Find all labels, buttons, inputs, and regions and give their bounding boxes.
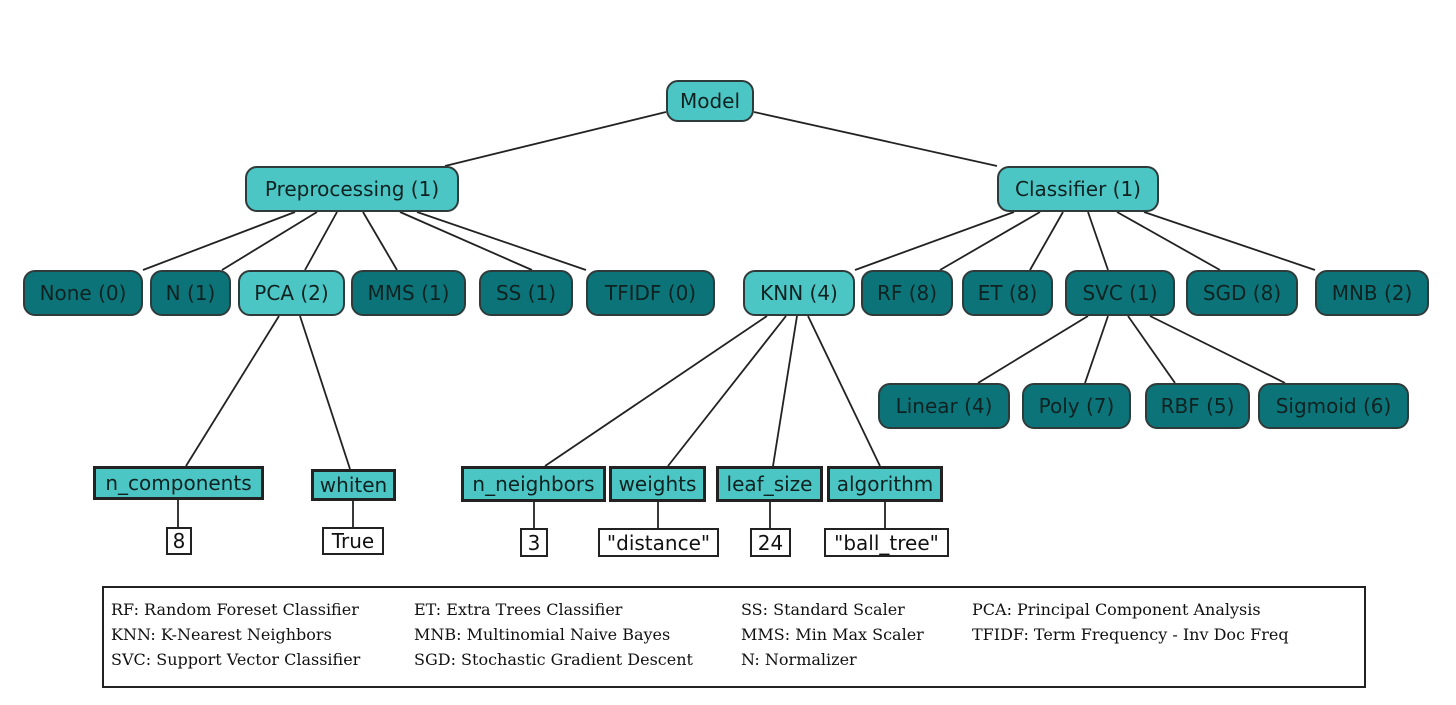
tree-edge-13 — [1143, 211, 1316, 271]
tree-edge-12 — [1116, 211, 1221, 271]
legend-et: ET: Extra Trees Classifier — [414, 600, 623, 619]
node-rbf: RBF (5) — [1145, 383, 1250, 429]
tree-edge-4 — [304, 211, 338, 271]
tree-edge-15 — [1084, 315, 1109, 384]
legend-mnb: MNB: Multinomial Naive Bayes — [414, 625, 671, 644]
node-none: None (0) — [23, 270, 143, 316]
tree-edge-25 — [807, 315, 881, 467]
legend-ss: SS: Standard Scaler — [741, 600, 905, 619]
tree-edge-11 — [1087, 211, 1109, 271]
tree-edge-10 — [1029, 211, 1064, 271]
legend-box: RF: Random Foreset Classifier KNN: K-Nea… — [102, 586, 1366, 688]
value-n-components: 8 — [166, 527, 192, 555]
param-whiten: whiten — [311, 469, 396, 501]
value-weights: "distance" — [598, 528, 719, 557]
node-sigmoid: Sigmoid (6) — [1258, 383, 1409, 429]
node-classifier: Classifier (1) — [997, 166, 1159, 212]
node-knn: KNN (4) — [743, 270, 855, 316]
tree-edge-18 — [185, 315, 280, 467]
legend-knn: KNN: K-Nearest Neighbors — [111, 625, 332, 644]
legend-sgd: SGD: Stochastic Gradient Descent — [414, 650, 693, 669]
legend-pca: PCA: Principal Component Analysis — [972, 600, 1261, 619]
tree-edge-0 — [444, 111, 667, 167]
tree-edge-1 — [753, 111, 998, 167]
node-tfidf: TFIDF (0) — [586, 270, 715, 316]
param-algorithm: algorithm — [827, 466, 943, 502]
node-et: ET (8) — [962, 270, 1053, 316]
tree-edge-17 — [1149, 315, 1286, 384]
legend-svc: SVC: Support Vector Classifier — [111, 650, 361, 669]
node-preprocessing: Preprocessing (1) — [245, 166, 459, 212]
param-leaf-size: leaf_size — [716, 466, 823, 502]
tree-edge-7 — [416, 211, 587, 271]
value-n-neighbors: 3 — [520, 528, 548, 557]
value-algorithm: "ball_tree" — [824, 528, 949, 557]
legend-mms: MMS: Min Max Scaler — [741, 625, 924, 644]
tree-edge-16 — [1127, 315, 1176, 384]
node-svc: SVC (1) — [1065, 270, 1175, 316]
tree-edge-23 — [667, 315, 787, 467]
node-mms: MMS (1) — [351, 270, 466, 316]
tree-edge-24 — [772, 315, 798, 467]
tree-edge-22 — [544, 315, 768, 467]
tree-edge-14 — [977, 315, 1089, 384]
node-pca: PCA (2) — [238, 270, 345, 316]
legend-n: N: Normalizer — [741, 650, 857, 669]
node-rf: RF (8) — [861, 270, 953, 316]
node-ss: SS (1) — [479, 270, 573, 316]
legend-tfidf: TFIDF: Term Frequency - Inv Doc Freq — [972, 625, 1289, 644]
param-weights: weights — [609, 466, 706, 502]
tree-edge-9 — [939, 211, 1041, 271]
tree-edge-5 — [362, 211, 398, 271]
node-n: N (1) — [150, 270, 231, 316]
node-poly: Poly (7) — [1022, 383, 1131, 429]
tree-edge-3 — [221, 211, 318, 271]
node-linear: Linear (4) — [878, 383, 1010, 429]
tree-edge-6 — [399, 211, 533, 271]
node-sgd: SGD (8) — [1186, 270, 1298, 316]
node-mnb: MNB (2) — [1315, 270, 1429, 316]
tree-edge-8 — [854, 211, 1015, 271]
param-n-components: n_components — [93, 466, 264, 500]
value-whiten: True — [322, 527, 384, 555]
tree-edge-19 — [299, 315, 351, 470]
tree-edge-2 — [142, 211, 296, 271]
value-leaf-size: 24 — [750, 528, 791, 557]
param-n-neighbors: n_neighbors — [461, 466, 606, 502]
legend-rf: RF: Random Foreset Classifier — [111, 600, 359, 619]
node-model: Model — [666, 80, 754, 122]
